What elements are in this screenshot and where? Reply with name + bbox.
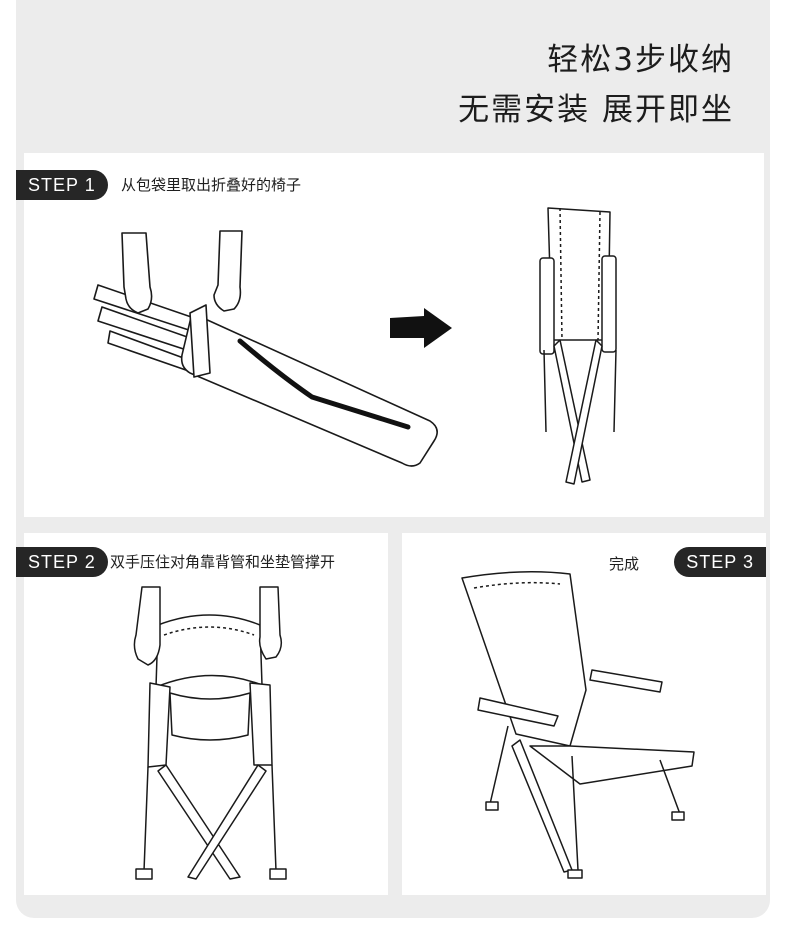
arrow-right-icon <box>390 308 452 348</box>
step-1-caption: 从包袋里取出折叠好的椅子 <box>121 176 302 194</box>
step-3-caption: 完成 <box>609 555 640 573</box>
step-3-panel <box>402 533 766 895</box>
step-2-badge: STEP 2 <box>16 547 108 577</box>
folded-chair-icon <box>530 200 630 490</box>
hands-pulling-bag-icon <box>80 225 450 475</box>
camping-chair-icon <box>460 570 700 882</box>
headline-no-install: 无需安装 展开即坐 <box>458 92 734 128</box>
headline-easy-3-steps: 轻松3步收纳 <box>547 42 734 78</box>
step-3-badge: STEP 3 <box>674 547 766 577</box>
step-1-badge: STEP 1 <box>16 170 108 200</box>
hands-unfolding-chair-icon <box>130 585 300 885</box>
step-2-caption: 双手压住对角靠背管和坐垫管撑开 <box>110 553 336 571</box>
